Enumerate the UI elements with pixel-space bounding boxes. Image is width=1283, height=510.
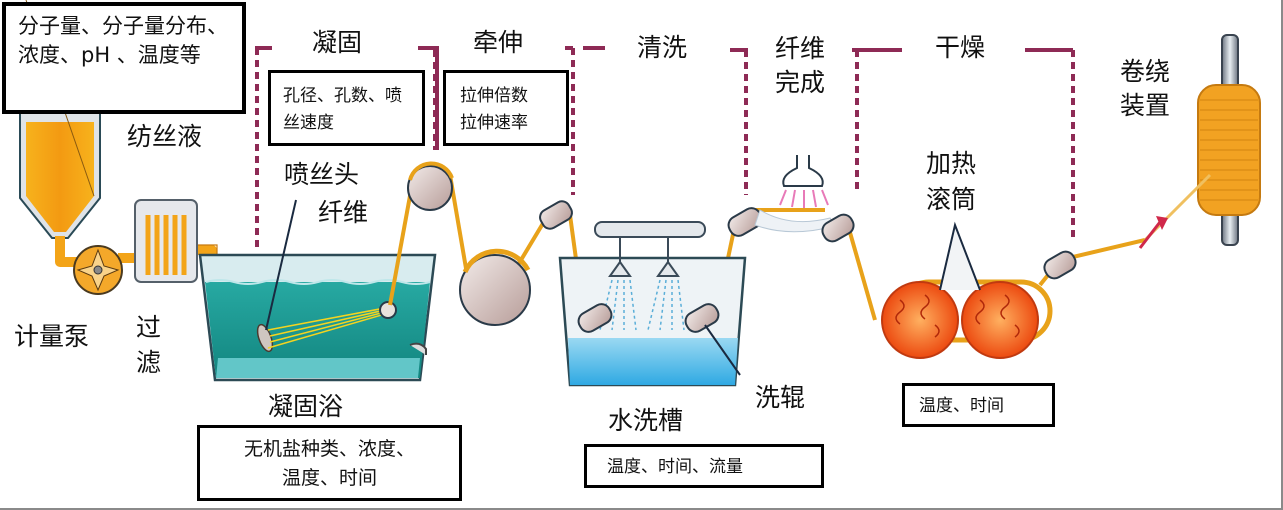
- divider-coagulation-right: [418, 46, 439, 150]
- stage-title-washing: 清洗: [637, 33, 688, 62]
- param-box-stretching: 拉伸倍数 拉伸速率: [443, 70, 569, 146]
- leader-line-spinneret: [265, 199, 297, 331]
- param-text-bath-line1: 无机盐种类、浓度、: [243, 438, 415, 460]
- label-spinneret: 喷丝头: [284, 160, 360, 189]
- wash-tank: [558, 207, 763, 387]
- param-box-wash-tank: 温度、时间、流量: [584, 444, 824, 488]
- param-box-spinning-solution: 分子量、分子量分布、浓度、pH 、温度等: [2, 2, 246, 114]
- stretch-rollers: [407, 161, 573, 326]
- label-filter: 过滤: [136, 313, 162, 377]
- label-winding-device: 卷绕装置: [1120, 57, 1171, 120]
- divider-coagulation-left: [255, 46, 272, 250]
- label-heated-drum: 加热滚筒: [926, 149, 977, 214]
- param-text-bath-line2: 温度、时间: [281, 467, 377, 489]
- wash-roller-left: [577, 303, 613, 333]
- leader-lines-drum: [939, 221, 981, 291]
- param-box-spinneret: 孔径、孔数、喷丝速度: [268, 70, 425, 146]
- winding-device: [1138, 34, 1261, 249]
- param-text-wash: 温度、时间、流量: [607, 457, 743, 477]
- spray-bar: [594, 221, 706, 238]
- heated-drums: [881, 221, 1077, 359]
- label-coagulation-bath: 凝固浴: [268, 392, 344, 421]
- metering-pump: [73, 245, 123, 295]
- label-spinning-solution: 纺丝液: [127, 122, 203, 151]
- coagulation-bath: [198, 199, 437, 382]
- label-wash-tank: 水洗槽: [608, 406, 684, 435]
- spinning-solution-tank: [19, 0, 111, 239]
- param-box-coagulation-bath: 无机盐种类、浓度、 温度、时间: [197, 425, 462, 501]
- divider-drying-right: [1025, 48, 1075, 240]
- param-text-spinning-solution: 分子量、分子量分布、浓度、pH 、温度等: [18, 14, 228, 67]
- param-text-stretch-rate: 拉伸速率: [460, 113, 528, 133]
- stage-dividers: [255, 46, 1075, 250]
- finish-nozzle: [754, 155, 855, 243]
- param-text-spinneret: 孔径、孔数、喷丝速度: [283, 86, 402, 133]
- stage-title-fiber-complete: 纤维完成: [775, 34, 826, 97]
- param-text-drying: 温度、时间: [919, 396, 1004, 416]
- guide-roller: [379, 301, 397, 319]
- label-wash-roller: 洗辊: [755, 383, 806, 412]
- label-metering-pump: 计量泵: [14, 322, 90, 351]
- divider-washing-right: [730, 48, 748, 195]
- filter: [134, 199, 198, 283]
- stage-title-drying: 干燥: [935, 33, 986, 62]
- label-fiber: 纤维: [318, 198, 369, 227]
- divider-fiber-right: [852, 48, 870, 190]
- param-box-drying: 温度、时间: [902, 383, 1055, 427]
- param-text-stretch-ratio: 拉伸倍数: [460, 86, 528, 106]
- stage-title-coagulation: 凝固: [312, 28, 363, 57]
- spinneret: [256, 307, 386, 353]
- stage-title-stretching: 牵伸: [473, 28, 524, 57]
- leader-line-wash-roller: [704, 324, 741, 376]
- divider-stretch-right: [565, 46, 575, 195]
